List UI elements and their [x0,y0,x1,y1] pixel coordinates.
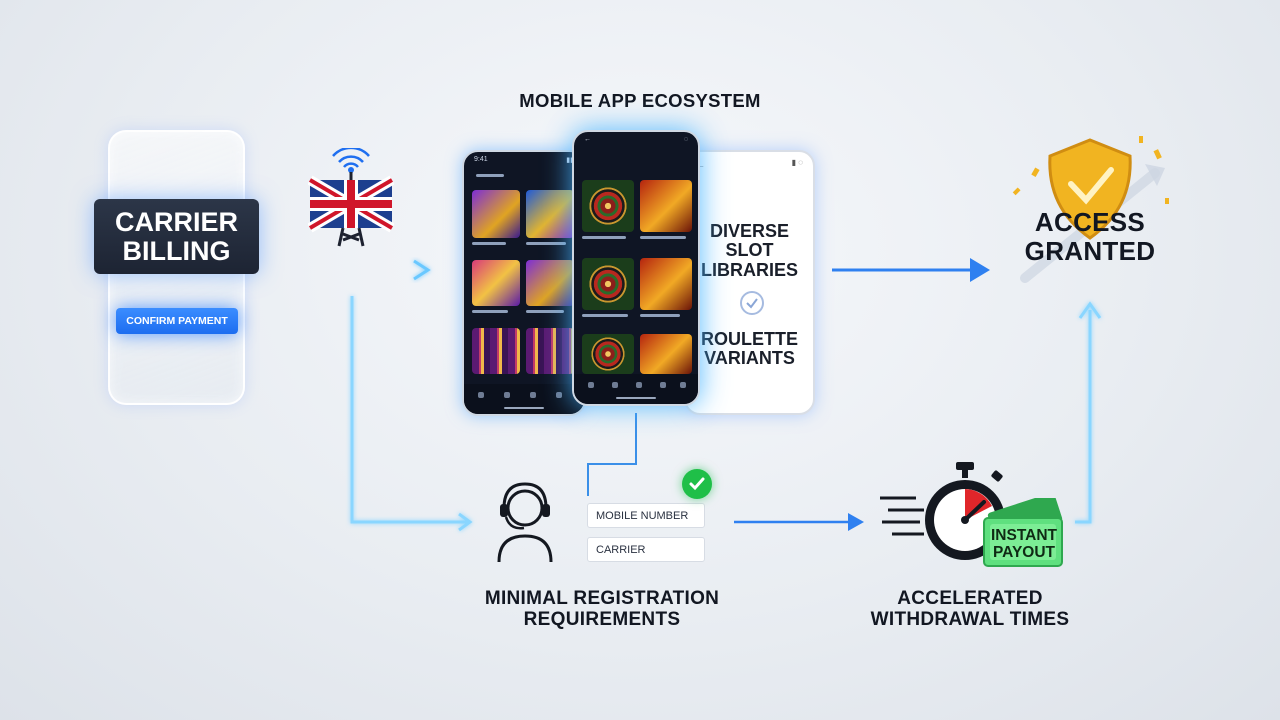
roulette-tile[interactable] [582,258,634,310]
roulette-tile[interactable] [582,334,634,374]
game-tile[interactable] [472,260,520,306]
slot-libraries-label: DIVERSE SLOT LIBRARIES [700,221,798,280]
carrier-field[interactable]: CARRIER [587,537,705,562]
arrow-carrier-to-apps [280,259,431,281]
game-tile[interactable] [640,258,692,310]
game-tile[interactable] [526,190,574,238]
bottom-nav [574,374,698,404]
uk-flag-tower-icon [308,148,394,247]
game-tile[interactable] [472,328,520,374]
game-tile[interactable] [640,334,692,374]
carrier-billing-card: CARRIER BILLING [94,199,259,274]
ecosystem-title: MOBILE APP ECOSYSTEM [519,90,761,111]
check-icon [682,469,712,499]
game-tile[interactable] [526,328,574,374]
withdrawal-title: ACCELERATED WITHDRAWAL TIMES [870,588,1070,630]
confirm-payment-button[interactable]: CONFIRM PAYMENT [116,308,238,334]
status-bar: 9:41▮▮ [474,156,574,164]
app-phone-left: 9:41▮▮ [462,150,586,416]
status-bar: ←◌ [584,136,688,143]
status-icons: ▮ ◌ [791,158,803,167]
features-phone: ← ▮ ◌ DIVERSE SLOT LIBRARIES ROULETTE VA… [684,150,815,415]
instant-payout-badge: INSTANT PAYOUT [990,527,1057,561]
app-phone-center: ←◌ [572,130,700,406]
mobile-number-field[interactable]: MOBILE NUMBER [587,503,705,528]
game-tile[interactable] [526,260,574,306]
arrow-apps-to-access [832,258,990,282]
shield-check-icon [1012,136,1169,283]
arrow-to-registration [350,296,473,532]
arrow-withdrawal-to-access [1075,301,1102,524]
connector-phone-to-fields [587,413,637,496]
cash-icon [983,498,1063,567]
check-circle-icon [740,291,764,315]
app-header [476,174,504,177]
bottom-nav [464,384,584,414]
roulette-tile[interactable] [582,180,634,232]
agent-headset-icon [497,482,553,563]
registration-title: MINIMAL REGISTRATION REQUIREMENTS [484,588,720,630]
back-arrow-icon[interactable]: ← [696,160,705,170]
game-tile[interactable] [472,190,520,238]
carrier-billing-title: CARRIER BILLING [114,207,238,266]
access-granted-title: ACCESS GRANTED [1024,207,1156,266]
arrow-registration-to-withdrawal [734,513,864,531]
roulette-variants-label: ROULETTE VARIANTS [701,329,798,369]
game-tile[interactable] [640,180,692,232]
